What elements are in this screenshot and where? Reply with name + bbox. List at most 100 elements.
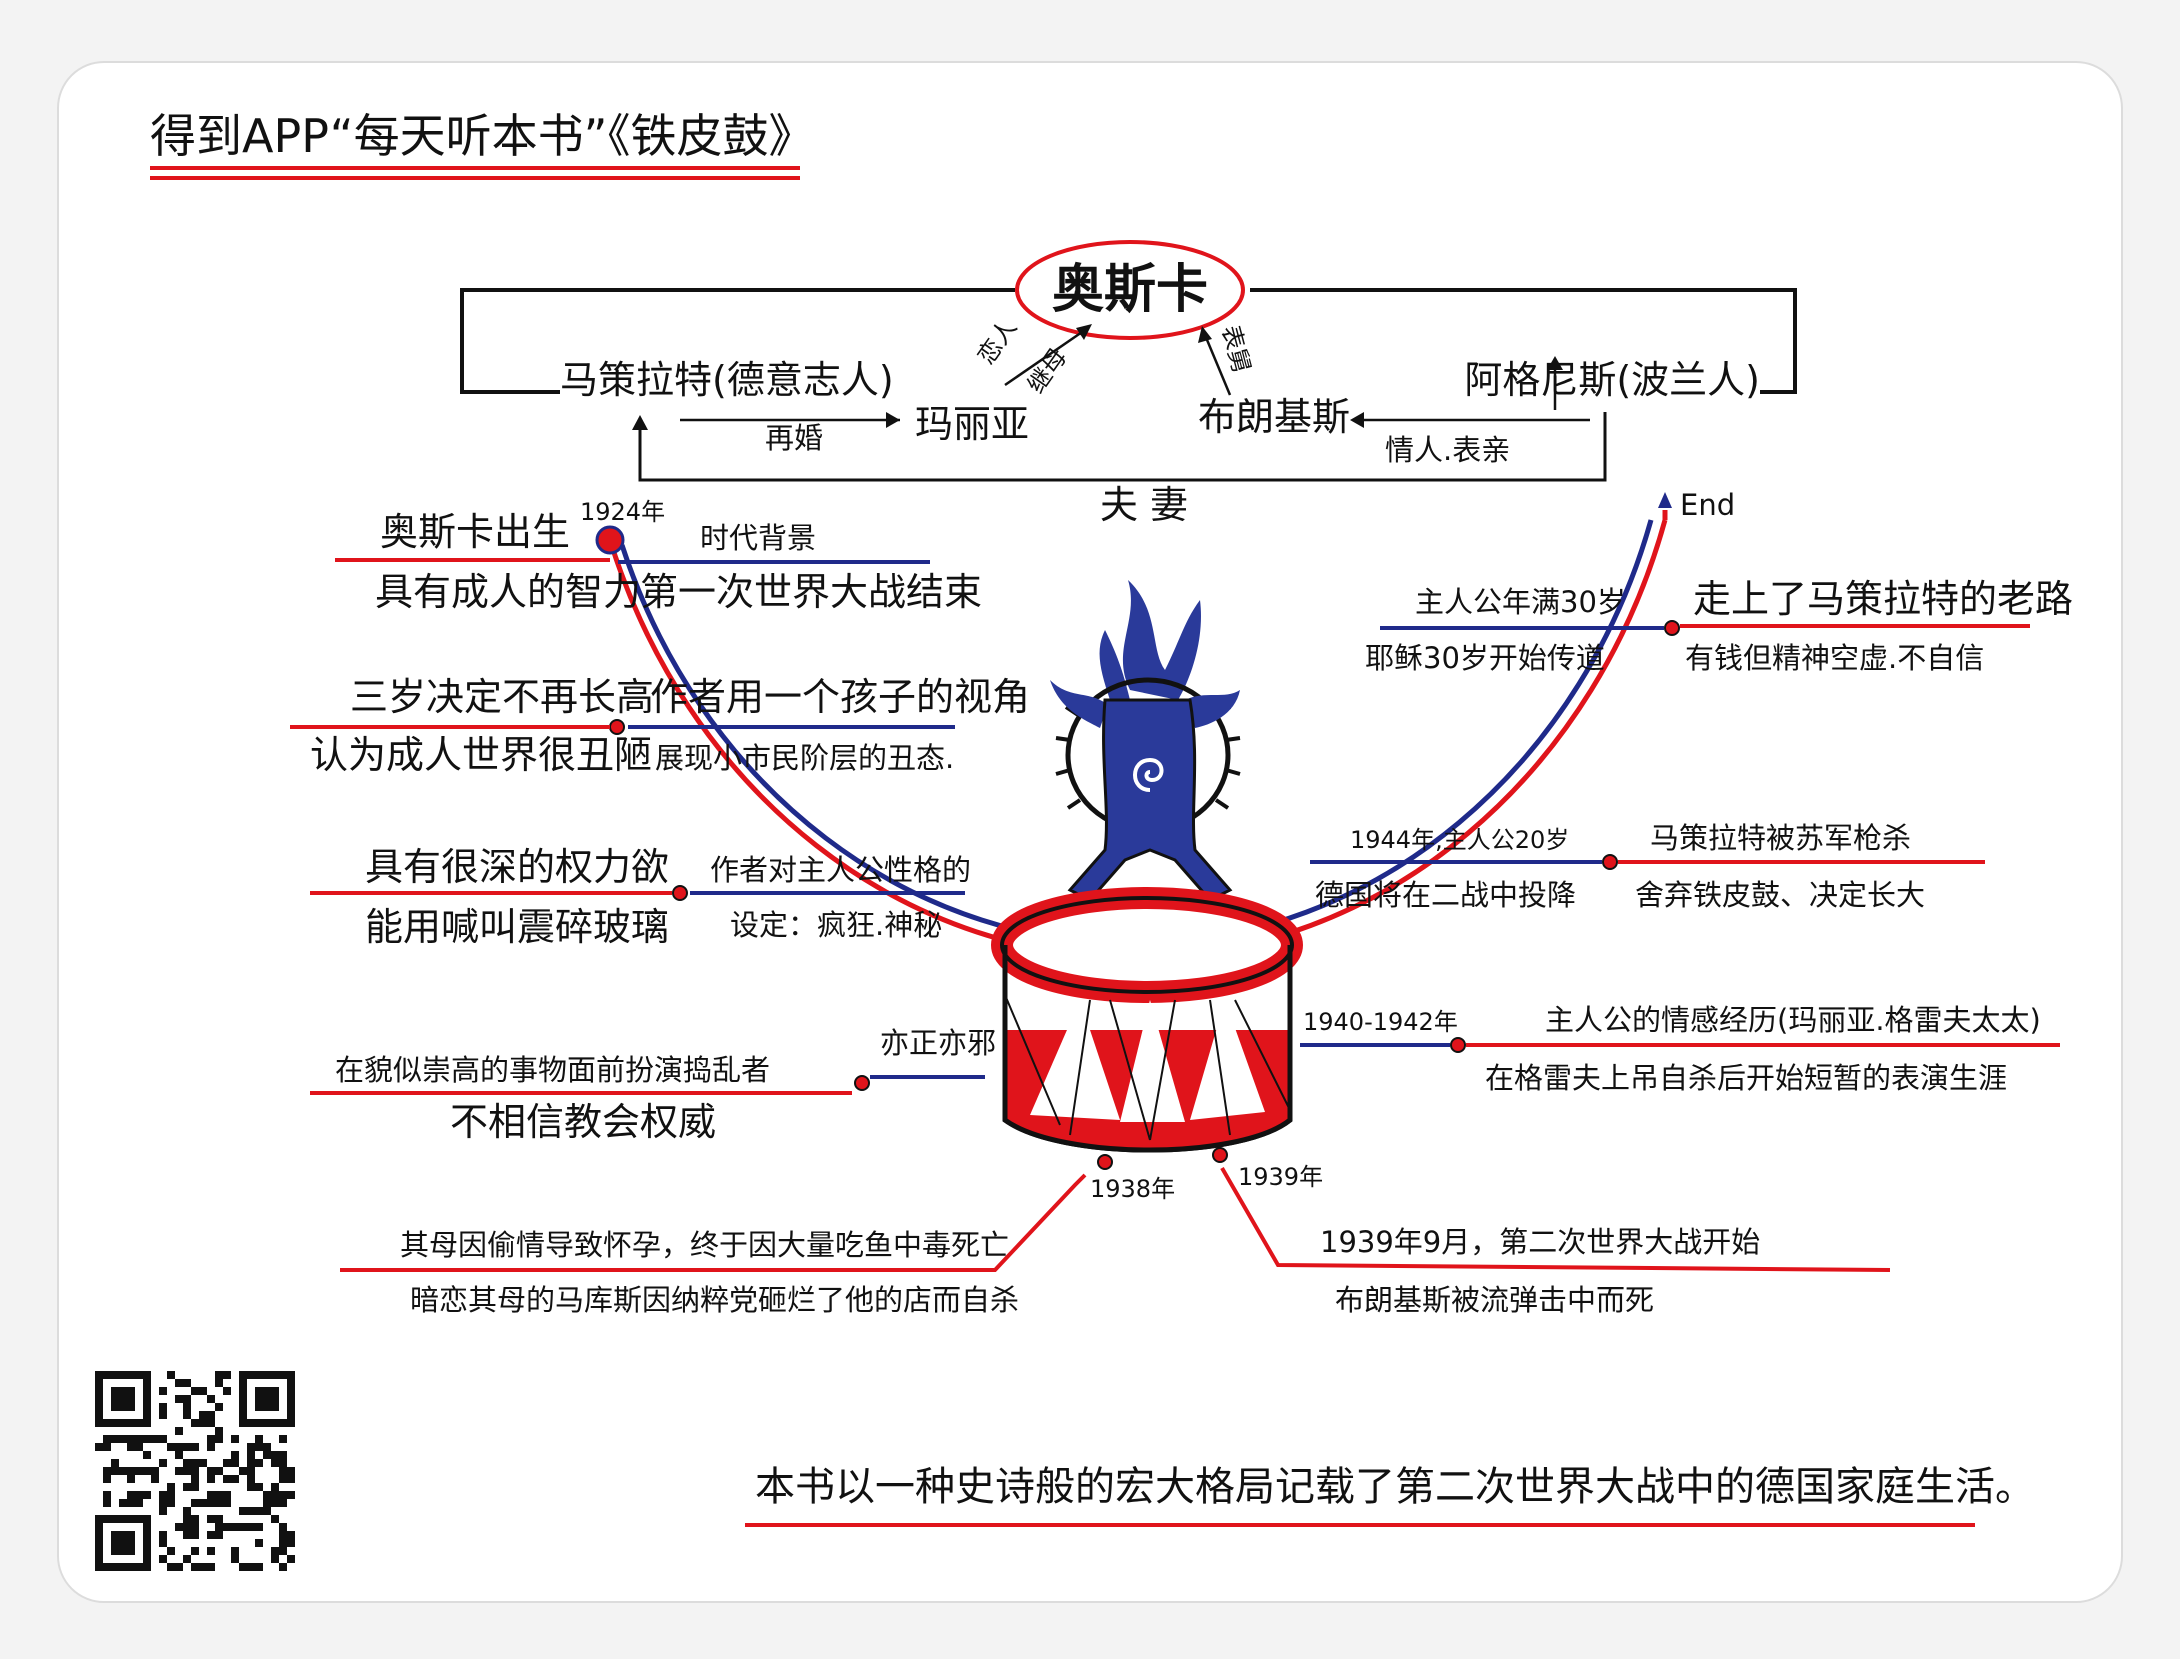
qr-module xyxy=(191,1531,199,1539)
center-ellipse xyxy=(1015,240,1245,340)
qr-module xyxy=(199,1411,207,1419)
left-event-2-line2: 认为成人世界很丑陋 xyxy=(310,733,652,777)
qr-module xyxy=(175,1379,183,1387)
qr-module xyxy=(231,1523,239,1531)
qr-module xyxy=(215,1491,223,1499)
qr-module xyxy=(247,1467,255,1475)
qr-module xyxy=(239,1563,247,1571)
qr-module xyxy=(255,1523,263,1531)
left-event-5-line1: 其母因偷情导致怀孕，终于因大量吃鱼中毒死亡 xyxy=(400,1228,1009,1262)
year-1938: 1938年 xyxy=(1090,1175,1175,1203)
bottom-summary: 本书以一种史诗般的宏大格局记载了第二次世界大战中的德国家庭生活。 xyxy=(745,1464,2035,1527)
inner-left-2-line1: 作者用一个孩子的视角 xyxy=(650,675,1030,719)
qr-module xyxy=(279,1563,287,1571)
qr-module xyxy=(207,1443,215,1451)
qr-module xyxy=(223,1475,231,1483)
qr-module xyxy=(215,1523,223,1531)
qr-module xyxy=(279,1523,287,1531)
qr-module xyxy=(215,1403,223,1411)
year-1939: 1939年 xyxy=(1238,1163,1323,1191)
qr-module xyxy=(143,1451,151,1459)
qr-module xyxy=(271,1515,279,1523)
drum-triangle-1 xyxy=(1030,1000,1120,1120)
qr-module xyxy=(215,1427,223,1435)
qr-module xyxy=(159,1403,167,1411)
qr-module xyxy=(175,1395,183,1403)
qr-module xyxy=(279,1499,287,1507)
drum-triangle-3 xyxy=(1190,1000,1265,1120)
qr-module xyxy=(175,1451,183,1459)
qr-module xyxy=(127,1499,135,1507)
qr-module xyxy=(183,1411,191,1419)
qr-module xyxy=(159,1555,167,1563)
left-person-label: 马策拉特(德意志人) xyxy=(560,358,894,402)
qr-module xyxy=(191,1443,199,1451)
qr-module xyxy=(175,1427,183,1435)
qr-module xyxy=(191,1467,199,1475)
qr-module xyxy=(239,1507,247,1515)
qr-module xyxy=(287,1475,295,1483)
left-event-4-line1: 在貌似崇高的事物面前扮演捣乱者 xyxy=(335,1053,770,1087)
right-event-1-line2: 有钱但精神空虚.不自信 xyxy=(1685,641,1984,675)
qr-module xyxy=(255,1507,263,1515)
qr-module xyxy=(183,1555,191,1563)
qr-module xyxy=(279,1531,287,1539)
qr-module xyxy=(223,1371,231,1379)
qr-module xyxy=(119,1499,127,1507)
qr-module xyxy=(135,1443,143,1451)
qr-module xyxy=(271,1491,279,1499)
qr-module xyxy=(159,1499,167,1507)
qr-module xyxy=(279,1435,287,1443)
qr-module xyxy=(159,1539,167,1547)
qr-module xyxy=(271,1499,279,1507)
bronski-to-oskar-arrow xyxy=(1203,334,1232,396)
qr-module xyxy=(223,1459,231,1467)
maria-to-oskar-arrow xyxy=(1004,328,1086,387)
relationship-diagram: 奥斯卡 马策拉特(德意志人) 阿格尼斯(波兰人) 玛丽亚 布朗基斯 再婚 情人.… xyxy=(460,240,1797,527)
qr-module xyxy=(191,1563,199,1571)
qr-module xyxy=(255,1563,263,1571)
qr-code xyxy=(92,1368,302,1578)
qr-module xyxy=(215,1467,223,1475)
qr-module xyxy=(207,1395,215,1403)
qr-module xyxy=(207,1419,215,1427)
qr-module xyxy=(183,1459,191,1467)
inner-left-3-line2: 设定：疯狂.神秘 xyxy=(730,908,942,942)
qr-module xyxy=(263,1451,271,1459)
qr-module xyxy=(215,1371,223,1379)
right-node-3 xyxy=(1450,1037,1466,1053)
qr-module xyxy=(247,1507,255,1515)
node-1938 xyxy=(1097,1154,1113,1170)
left-node-4 xyxy=(854,1075,870,1091)
left-event-5-line xyxy=(340,1173,1087,1272)
qr-module xyxy=(207,1491,215,1499)
right-event-1-line1: 走上了马策拉特的老路 xyxy=(1693,577,2073,621)
qr-module xyxy=(183,1443,191,1451)
qr-module xyxy=(159,1531,167,1539)
bronski-to-oskar-arrowhead xyxy=(1198,326,1212,343)
qr-module xyxy=(191,1547,199,1555)
bronski-label: 布朗基斯 xyxy=(1198,395,1350,439)
qr-module xyxy=(239,1523,247,1531)
end-label: End xyxy=(1680,488,1735,522)
spiral-mark xyxy=(1133,757,1164,792)
qr-module xyxy=(247,1563,255,1571)
qr-module xyxy=(135,1499,143,1507)
inner-right-2-line1: 1944年,主人公20岁 xyxy=(1350,826,1569,854)
qr-module xyxy=(279,1475,287,1483)
qr-module xyxy=(111,1435,119,1443)
qr-module xyxy=(191,1459,199,1467)
right-node-2 xyxy=(1602,854,1618,870)
qr-module xyxy=(127,1467,135,1475)
qr-module xyxy=(103,1499,111,1507)
qr-module xyxy=(263,1443,271,1451)
qr-module xyxy=(263,1499,271,1507)
qr-module xyxy=(167,1547,175,1555)
qr-module xyxy=(159,1435,167,1443)
right-event-3-line1: 主人公的情感经历(玛丽亚.格雷夫太太) xyxy=(1545,1003,2041,1037)
qr-module xyxy=(247,1451,255,1459)
remarry-label: 再婚 xyxy=(765,421,823,455)
left-events: 奥斯卡出生 具有成人的智力 时代背景 第一次世界大战结束 三岁决定不再长高 认为… xyxy=(290,510,1175,1317)
qr-module xyxy=(151,1475,159,1483)
maria-to-oskar-arrowhead xyxy=(1076,324,1092,340)
